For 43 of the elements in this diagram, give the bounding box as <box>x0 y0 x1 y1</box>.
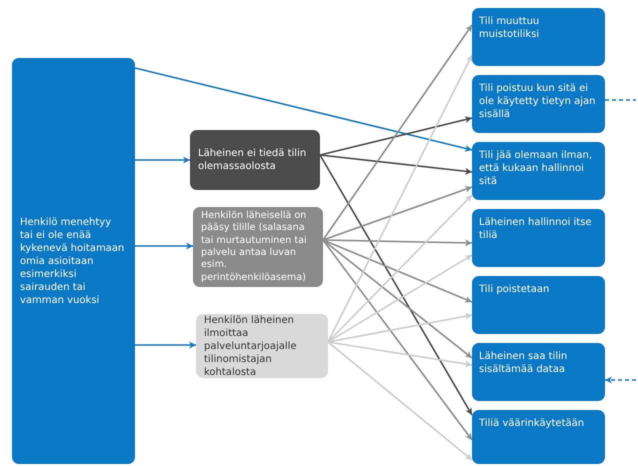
box-text: Tili jää olemaan ilman, että kukaan hallinnoi sitä <box>479 149 594 188</box>
arrow <box>328 341 472 368</box>
box-text: Henkilön läheinen ilmoittaa palveluntarjoajalle tilinomistajan kohtalosta <box>204 314 298 378</box>
box-text: Tiliä väärinkäytetään <box>479 417 584 430</box>
box-text: Läheinen hallinnoi itse tiliä <box>479 216 593 242</box>
arrow <box>327 54 473 342</box>
arrow <box>322 239 472 359</box>
process-box <box>12 58 135 464</box>
process-box <box>472 209 605 267</box>
arrow <box>328 341 472 461</box>
arrow <box>322 24 473 240</box>
arrow <box>327 194 473 343</box>
dashed-line <box>605 99 636 101</box>
arrow <box>319 154 473 416</box>
box-text: Henkilö menehtyy tai ei ole enää kykenevä hoitamaan omia asioitaan esimerkiksi sairauden tai vamman vuoksi <box>20 216 126 306</box>
arrow <box>322 240 473 440</box>
box-text: Tili poistuu kun sitä ei ole käytetty tietyn ajan sisällä <box>479 82 596 121</box>
process-box <box>472 410 605 464</box>
process-box <box>472 276 605 334</box>
process-box <box>190 130 320 190</box>
arrow <box>134 67 472 152</box>
process-box <box>472 142 605 200</box>
arrow <box>328 254 472 343</box>
box-text: Henkilön läheisellä on pääsy tilille (salasana tai murtautuminen tai palvelu antaa luvan esim. perintöhenkilöasema) <box>201 210 308 284</box>
box-text: Läheinen ei tiedä tilin olemassaolosta <box>198 147 308 173</box>
box-text: Tili muuttuu muistotiliksi <box>479 15 540 41</box>
process-box <box>196 314 328 378</box>
process-box <box>472 343 605 401</box>
arrow <box>320 154 472 175</box>
arrow <box>135 342 196 348</box>
arrow <box>322 186 472 241</box>
process-box <box>472 75 605 133</box>
arrow <box>322 239 472 246</box>
process-box <box>472 8 605 66</box>
box-text: Tili poistetaan <box>479 283 550 296</box>
box-text: Läheinen saa tilin sisältämää dataa <box>479 350 568 376</box>
arrow <box>322 239 472 303</box>
arrow <box>135 242 193 250</box>
process-box <box>193 207 323 287</box>
arrow <box>135 156 190 164</box>
arrow <box>605 376 636 384</box>
arrow <box>328 312 472 343</box>
arrow <box>320 116 472 156</box>
